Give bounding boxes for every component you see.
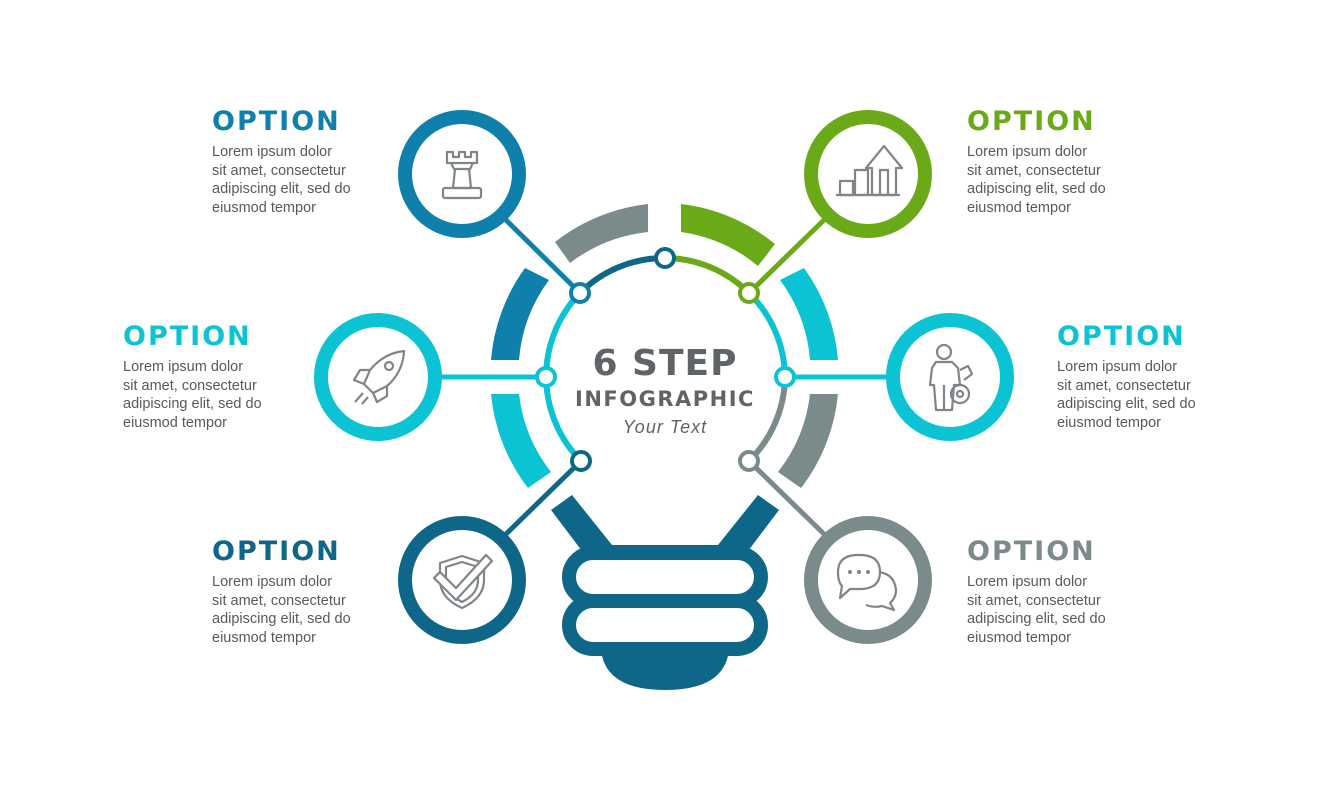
arc-segment-blue-left (491, 268, 549, 360)
option-4-line-4: eiusmod tempor (967, 199, 1071, 216)
option-3-line-2: sit amet, consectetur (212, 592, 346, 609)
option-title-3: OPTION (212, 536, 341, 567)
center-subtitle: INFOGRAPHIC (575, 387, 755, 411)
option-desc-3: Lorem ipsum dolor sit amet, consectetur … (212, 573, 412, 647)
arc-segment-gray-right (778, 394, 838, 488)
node-5 (774, 366, 796, 388)
option-6-line-4: eiusmod tempor (967, 629, 1071, 646)
option-6-line-2: sit amet, consectetur (967, 592, 1101, 609)
option-4-line-2: sit amet, consectetur (967, 162, 1101, 179)
center-title: 6 STEP (592, 343, 738, 384)
option-2-line-1: Lorem ipsum dolor (123, 359, 244, 375)
shield-check-icon (432, 553, 494, 610)
option-circle-2 (314, 313, 442, 441)
option-1-line-4: eiusmod tempor (212, 199, 316, 216)
rocket-icon (352, 349, 406, 405)
arc-segment-gray-top (555, 204, 648, 263)
option-3-line-1: Lorem ipsum dolor (212, 574, 333, 590)
connector-6 (747, 459, 827, 537)
bulb-base-top (562, 546, 768, 608)
node-top (654, 247, 676, 269)
option-circle-5 (886, 313, 1014, 441)
businessman-gear-icon (928, 343, 974, 412)
option-4-line-3: adipiscing elit, sed do (967, 181, 1106, 198)
node-6 (738, 450, 760, 472)
bulb-base-bottom (562, 594, 768, 656)
option-6-line-3: adipiscing elit, sed do (967, 611, 1106, 628)
growth-chart-icon (836, 144, 904, 197)
option-block-1: OPTION Lorem ipsum dolor sit amet, conse… (212, 106, 412, 217)
option-3-line-3: adipiscing elit, sed do (212, 611, 351, 628)
node-2 (535, 366, 557, 388)
option-5-line-1: Lorem ipsum dolor (1057, 359, 1178, 375)
option-5-line-3: adipiscing elit, sed do (1057, 396, 1196, 413)
option-block-2: OPTION Lorem ipsum dolor sit amet, conse… (123, 321, 323, 432)
center-label: 6 STEP INFOGRAPHIC Your Text (560, 342, 770, 442)
option-title-4: OPTION (967, 106, 1096, 137)
bulb-neck (551, 495, 779, 555)
option-title-1: OPTION (212, 106, 341, 137)
option-title-6: OPTION (967, 536, 1096, 567)
inner-arc-navy (577, 254, 666, 296)
connector-4 (747, 217, 827, 295)
option-1-line-2: sit amet, consectetur (212, 162, 346, 179)
node-1 (569, 282, 591, 304)
option-2-line-2: sit amet, consectetur (123, 377, 257, 394)
arc-segment-cyan-left (491, 394, 551, 488)
option-circle-1 (398, 110, 526, 238)
option-desc-2: Lorem ipsum dolor sit amet, consectetur … (123, 358, 323, 432)
option-block-6: OPTION Lorem ipsum dolor sit amet, conse… (967, 536, 1167, 647)
inner-arc-green (664, 255, 752, 296)
connector-1 (503, 217, 582, 295)
option-title-2: OPTION (123, 321, 252, 352)
option-block-3: OPTION Lorem ipsum dolor sit amet, conse… (212, 536, 412, 647)
option-2-line-4: eiusmod tempor (123, 414, 227, 431)
option-5-line-2: sit amet, consectetur (1057, 377, 1191, 394)
option-block-5: OPTION Lorem ipsum dolor sit amet, conse… (1057, 321, 1257, 432)
option-desc-4: Lorem ipsum dolor sit amet, consectetur … (967, 143, 1167, 217)
option-5-line-4: eiusmod tempor (1057, 414, 1161, 431)
bulb-tip (602, 656, 728, 690)
node-3 (570, 450, 592, 472)
chess-rook-icon (441, 150, 483, 200)
chat-bubbles-icon (836, 553, 898, 612)
connector-3 (503, 459, 583, 537)
option-3-line-4: eiusmod tempor (212, 629, 316, 646)
node-4 (738, 282, 760, 304)
option-desc-1: Lorem ipsum dolor sit amet, consectetur … (212, 143, 412, 217)
option-4-line-1: Lorem ipsum dolor (967, 144, 1088, 160)
arc-segment-cyan-right (780, 268, 838, 360)
arc-segment-green-top (681, 204, 775, 266)
option-desc-5: Lorem ipsum dolor sit amet, consectetur … (1057, 358, 1257, 432)
option-block-4: OPTION Lorem ipsum dolor sit amet, conse… (967, 106, 1167, 217)
center-note: Your Text (622, 417, 708, 437)
option-title-5: OPTION (1057, 321, 1186, 352)
option-6-line-1: Lorem ipsum dolor (967, 574, 1088, 590)
option-2-line-3: adipiscing elit, sed do (123, 396, 262, 413)
option-1-line-3: adipiscing elit, sed do (212, 181, 351, 198)
option-desc-6: Lorem ipsum dolor sit amet, consectetur … (967, 573, 1167, 647)
option-1-line-1: Lorem ipsum dolor (212, 144, 333, 160)
